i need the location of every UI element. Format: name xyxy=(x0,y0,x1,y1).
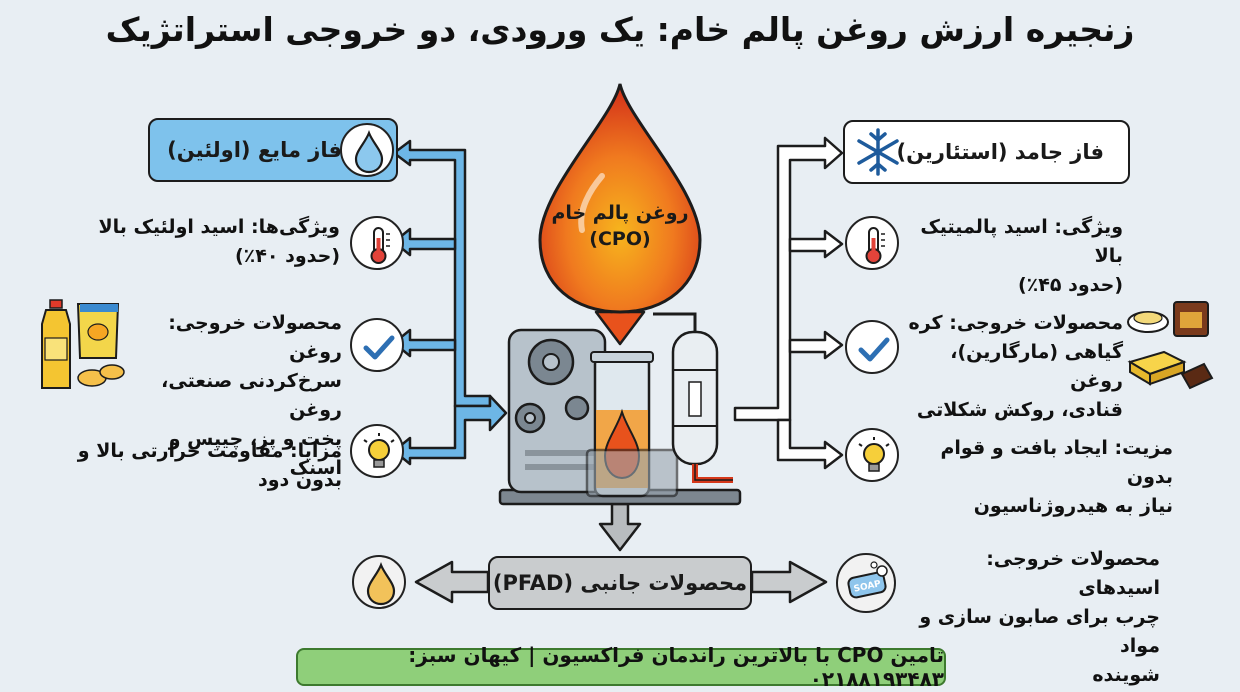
liquid-feature-line2: (حدود ۴۰٪) xyxy=(234,245,340,267)
liquid-products-text: محصولات خروجی: روغن سرخ‌کردنی صنعتی، روغ… xyxy=(112,309,342,483)
liquid-products-badge xyxy=(350,318,404,372)
water-drop-icon xyxy=(354,130,384,174)
solid-feature-badge xyxy=(845,216,899,270)
byproduct-drop-badge xyxy=(352,555,406,609)
solid-benefit-line1: مزیت: ایجاد بافت و قوام بدون xyxy=(940,437,1173,488)
snowflake-icon xyxy=(857,128,899,176)
solid-products-badge xyxy=(845,320,899,374)
liquid-benefit-line2: بدون دود xyxy=(257,469,342,491)
solid-benefit-badge xyxy=(845,428,899,482)
thermometer-icon xyxy=(865,227,885,264)
solid-feature-text: ویژگی: اسید پالمیتیک بالا (حدود ۴۵٪) xyxy=(908,213,1123,300)
cpo-label-line1: روغن پالم خام xyxy=(551,202,689,224)
right-gray-arrow xyxy=(750,560,828,604)
solid-feature-line1: ویژگی: اسید پالمیتیک بالا xyxy=(920,216,1123,267)
checkmark-icon xyxy=(858,337,890,362)
left-gray-arrow xyxy=(414,560,490,604)
fractionation-machine-icon xyxy=(498,312,742,506)
solid-feature-line2: (حدود ۴۵٪) xyxy=(1017,274,1123,296)
liquid-benefit-badge xyxy=(350,424,404,478)
liquid-benefit-line1: مزایا: مقاومت حرارتی بالا و xyxy=(77,440,342,462)
liquid-feature-text: ویژگی‌ها: اسید اولئیک بالا (حدود ۴۰٪) xyxy=(70,213,340,271)
liquid-drop-badge xyxy=(340,123,394,177)
byproduct-output-line3: شوینده xyxy=(1092,664,1160,686)
solid-products-line2: گیاهی (مارگارین)، روغن xyxy=(950,341,1123,392)
solid-benefit-line2: نیاز به هیدروژناسیون xyxy=(973,495,1173,517)
margarine-chocolate-icon xyxy=(1127,301,1214,390)
footer-banner: تامین CPO با بالاترین راندمان فراکسیون |… xyxy=(296,643,946,691)
checkmark-icon xyxy=(363,335,395,360)
liquid-feature-line1: ویژگی‌ها: اسید اولئیک بالا xyxy=(98,216,340,238)
cpo-drop-icon xyxy=(538,83,702,314)
liquid-phase-title: فاز مایع (اولئین) xyxy=(167,138,342,162)
solid-phase-header: فاز جامد (استئارین) xyxy=(843,120,1130,184)
page-title: زنجیره ارزش روغن پالم خام: یک ورودی، دو … xyxy=(105,10,1135,49)
footer-text: تامین CPO با بالاترین راندمان فراکسیون |… xyxy=(408,643,944,691)
liquid-benefit-text: مزایا: مقاومت حرارتی بالا و بدون دود xyxy=(70,437,342,495)
down-arrow xyxy=(598,502,642,552)
solid-products-line1: محصولات خروجی: کره xyxy=(908,312,1123,334)
solid-phase-title: فاز جامد (استئارین) xyxy=(896,140,1104,164)
thermometer-icon xyxy=(370,227,390,264)
cpo-label-line2: (CPO) xyxy=(589,228,651,250)
solid-products-line3: قنادی، روکش شکلاتی xyxy=(916,399,1123,421)
byproduct-soap-badge: SOAP xyxy=(836,553,896,613)
solid-products-text: محصولات خروجی: کره گیاهی (مارگارین)، روغ… xyxy=(908,309,1123,425)
oil-drop-icon xyxy=(366,562,396,606)
gear-icon xyxy=(514,338,590,434)
byproduct-box: محصولات جانبی (PFAD) xyxy=(488,556,752,610)
liquid-products-line2: سرخ‌کردنی صنعتی، روغن xyxy=(161,370,342,421)
soap-icon: SOAP xyxy=(847,561,888,599)
liquid-connectors xyxy=(392,139,508,466)
byproduct-output-line1: محصولات خروجی: اسیدهای xyxy=(986,548,1160,599)
oil-bottle-chips-icon xyxy=(41,299,125,389)
solid-connectors xyxy=(733,136,844,470)
lightbulb-icon xyxy=(858,437,890,472)
liquid-products-line1: محصولات خروجی: روغن xyxy=(168,312,342,363)
byproduct-output-text: محصولات خروجی: اسیدهای چرب برای صابون سا… xyxy=(905,545,1160,690)
liquid-products-line3: پخت و پز، چیپس و اسنک xyxy=(168,428,342,479)
solid-benefit-text: مزیت: ایجاد بافت و قوام بدون نیاز به هید… xyxy=(908,434,1173,521)
lightbulb-icon xyxy=(363,433,395,468)
cpo-label: روغن پالم خام (CPO) xyxy=(540,200,700,252)
byproduct-title: محصولات جانبی (PFAD) xyxy=(492,571,748,595)
byproduct-output-line2: چرب برای صابون سازی و مواد xyxy=(919,606,1160,657)
liquid-feature-badge xyxy=(350,216,404,270)
